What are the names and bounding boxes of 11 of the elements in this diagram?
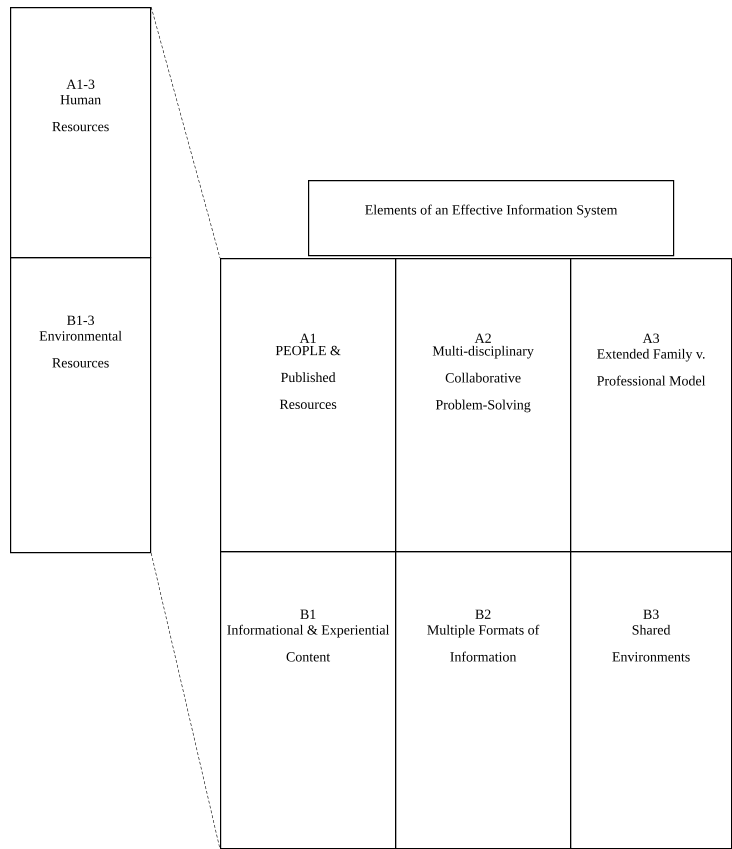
matrix-cell: B2 Multiple Formats of Information — [395, 551, 572, 849]
resource-box: B1-3 Environmental Resources — [10, 257, 152, 554]
title-box: Elements of an Effective Information System — [308, 180, 674, 256]
matrix-cell: B1 Informational & Experiential Content — [220, 551, 396, 849]
matrix-cell: A1 PEOPLE & Published Resources — [220, 258, 396, 552]
resource-box: A1-3 Human Resources — [10, 7, 152, 258]
matrix-cell: A2 Multi-disciplinary Collaborative Problem-Solving — [395, 258, 572, 552]
zoom-line — [150, 552, 220, 849]
zoom-line — [150, 6, 220, 258]
matrix-cell: B3 Shared Environments — [570, 551, 732, 849]
matrix-cell: A3 Extended Family v. Professional Model — [570, 258, 732, 552]
